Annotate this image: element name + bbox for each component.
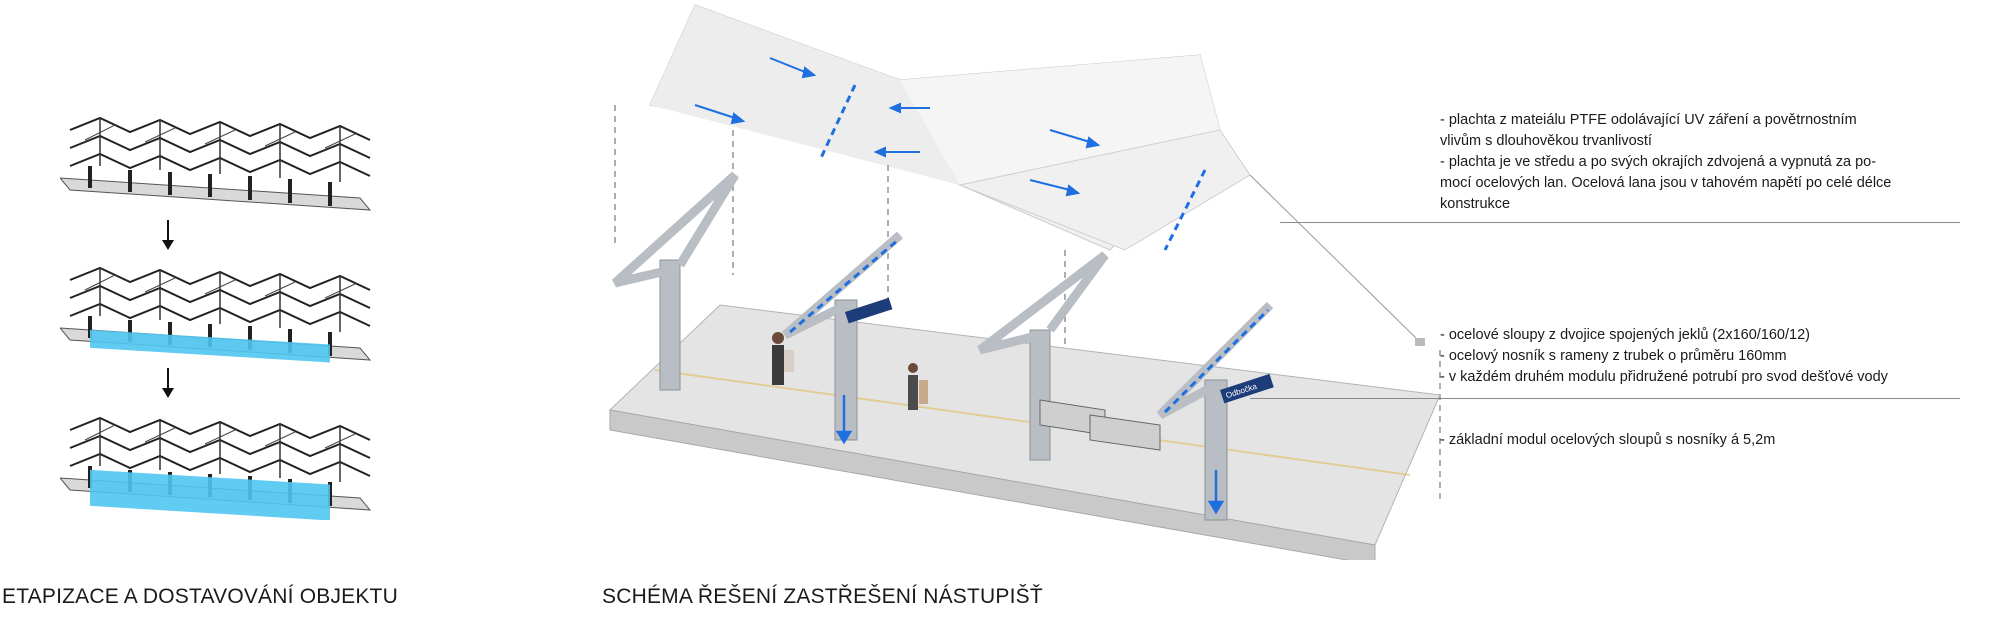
- bench: [1039, 399, 1161, 451]
- station-sign-1: [845, 297, 893, 324]
- note-line: - plachta z mateiálu PTFE odolávající UV…: [1440, 112, 1857, 128]
- note-line: - v každém druhém modulu přidružené potr…: [1440, 369, 1888, 385]
- glazing-stage-2: [90, 329, 330, 363]
- canopy-scheme: Odbočka: [608, 4, 1441, 560]
- stage-arrow-2: [162, 368, 174, 398]
- people: [772, 332, 928, 410]
- right-caption: SCHÉMA ŘEŠENÍ ZASTŘEŠENÍ NÁSTUPIŠŤ: [602, 585, 1043, 608]
- note-line: vlivům s dlouhověkou trvanlivostí: [1440, 133, 1652, 149]
- glazing-stage-3: [90, 469, 330, 520]
- stage-arrow-1: [162, 220, 174, 250]
- note-line: - ocelový nosník s rameny z trubek o prů…: [1440, 348, 1787, 364]
- membrane-note: - plachta z mateiálu PTFE odolávající UV…: [1440, 110, 1960, 215]
- structure-note: - ocelové sloupy z dvojice spojených jek…: [1440, 325, 1960, 388]
- note-line: - plachta je ve středu a po svých okrají…: [1440, 154, 1877, 170]
- station-sign-2: [1220, 373, 1274, 404]
- left-caption: ETAPIZACE A DOSTAVOVÁNÍ OBJEKTU: [2, 585, 398, 608]
- note-line: - ocelové sloupy z dvojice spojených jek…: [1440, 327, 1810, 343]
- leader-line-structure: [1250, 398, 1960, 399]
- module-note: - základní modul ocelových sloupů s nosn…: [1440, 430, 1960, 451]
- staging-diagram: [60, 116, 372, 520]
- note-line: - základní modul ocelových sloupů s nosn…: [1440, 432, 1776, 448]
- leader-line-membrane: [1280, 222, 1960, 223]
- flow-arrows: [694, 57, 1101, 197]
- note-line: mocí ocelových lan. Ocelová lana jsou v …: [1440, 175, 1892, 191]
- note-line: konstrukce: [1440, 196, 1511, 212]
